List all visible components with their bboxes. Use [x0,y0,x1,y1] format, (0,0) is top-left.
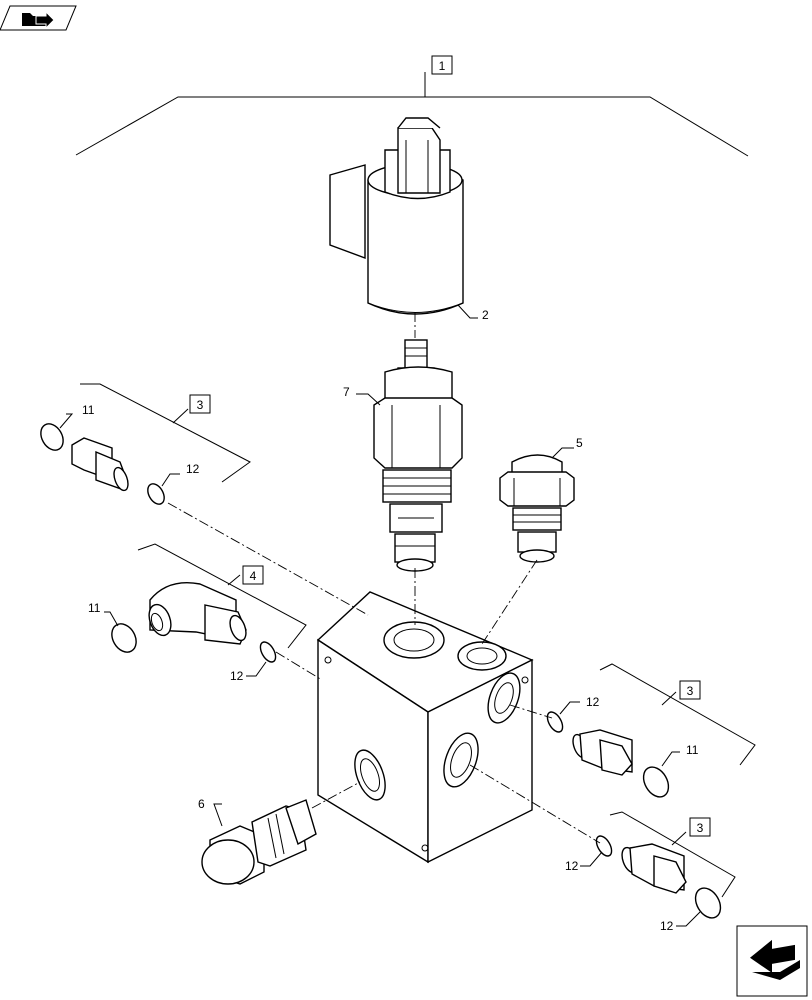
right-upper-fitting-kit [546,663,756,798]
callout-4: 4 [250,569,257,583]
callout-12-right-lower-a: 12 [565,859,579,873]
callout-12-right-upper: 12 [586,695,600,709]
callout-12-elbow: 12 [230,669,244,683]
callout-7: 7 [343,385,350,399]
callout-12-right-lower-b: 12 [660,919,674,933]
valve-cartridge [373,339,463,572]
solenoid-coil [329,117,464,315]
right-lower-fitting-kit [595,811,736,919]
elbow-fitting-kit [111,543,307,663]
callout-1: 1 [439,59,446,73]
callout-11-upper-left: 11 [82,403,95,417]
plug-cartridge [499,454,575,563]
next-page-arrow-icon[interactable] [736,925,808,997]
upper-left-fitting-kit [40,383,251,505]
callout-3-right-lower: 3 [697,821,704,835]
callout-3-upper-left: 3 [197,398,204,412]
callout-5: 5 [576,436,583,450]
callout-2: 2 [482,308,489,322]
side-plug [201,799,317,885]
leader-lines [59,304,701,927]
assembly-bracket-1 [75,55,749,157]
callout-11-right-upper: 11 [686,743,699,757]
assembly-centerlines [167,312,601,844]
valve-block [316,591,534,864]
callout-12-upper-left: 12 [186,462,200,476]
folder-arrow-icon[interactable] [0,5,77,31]
callout-11-elbow: 11 [88,601,101,615]
callout-6: 6 [198,797,205,811]
callout-3-right-upper: 3 [687,684,694,698]
